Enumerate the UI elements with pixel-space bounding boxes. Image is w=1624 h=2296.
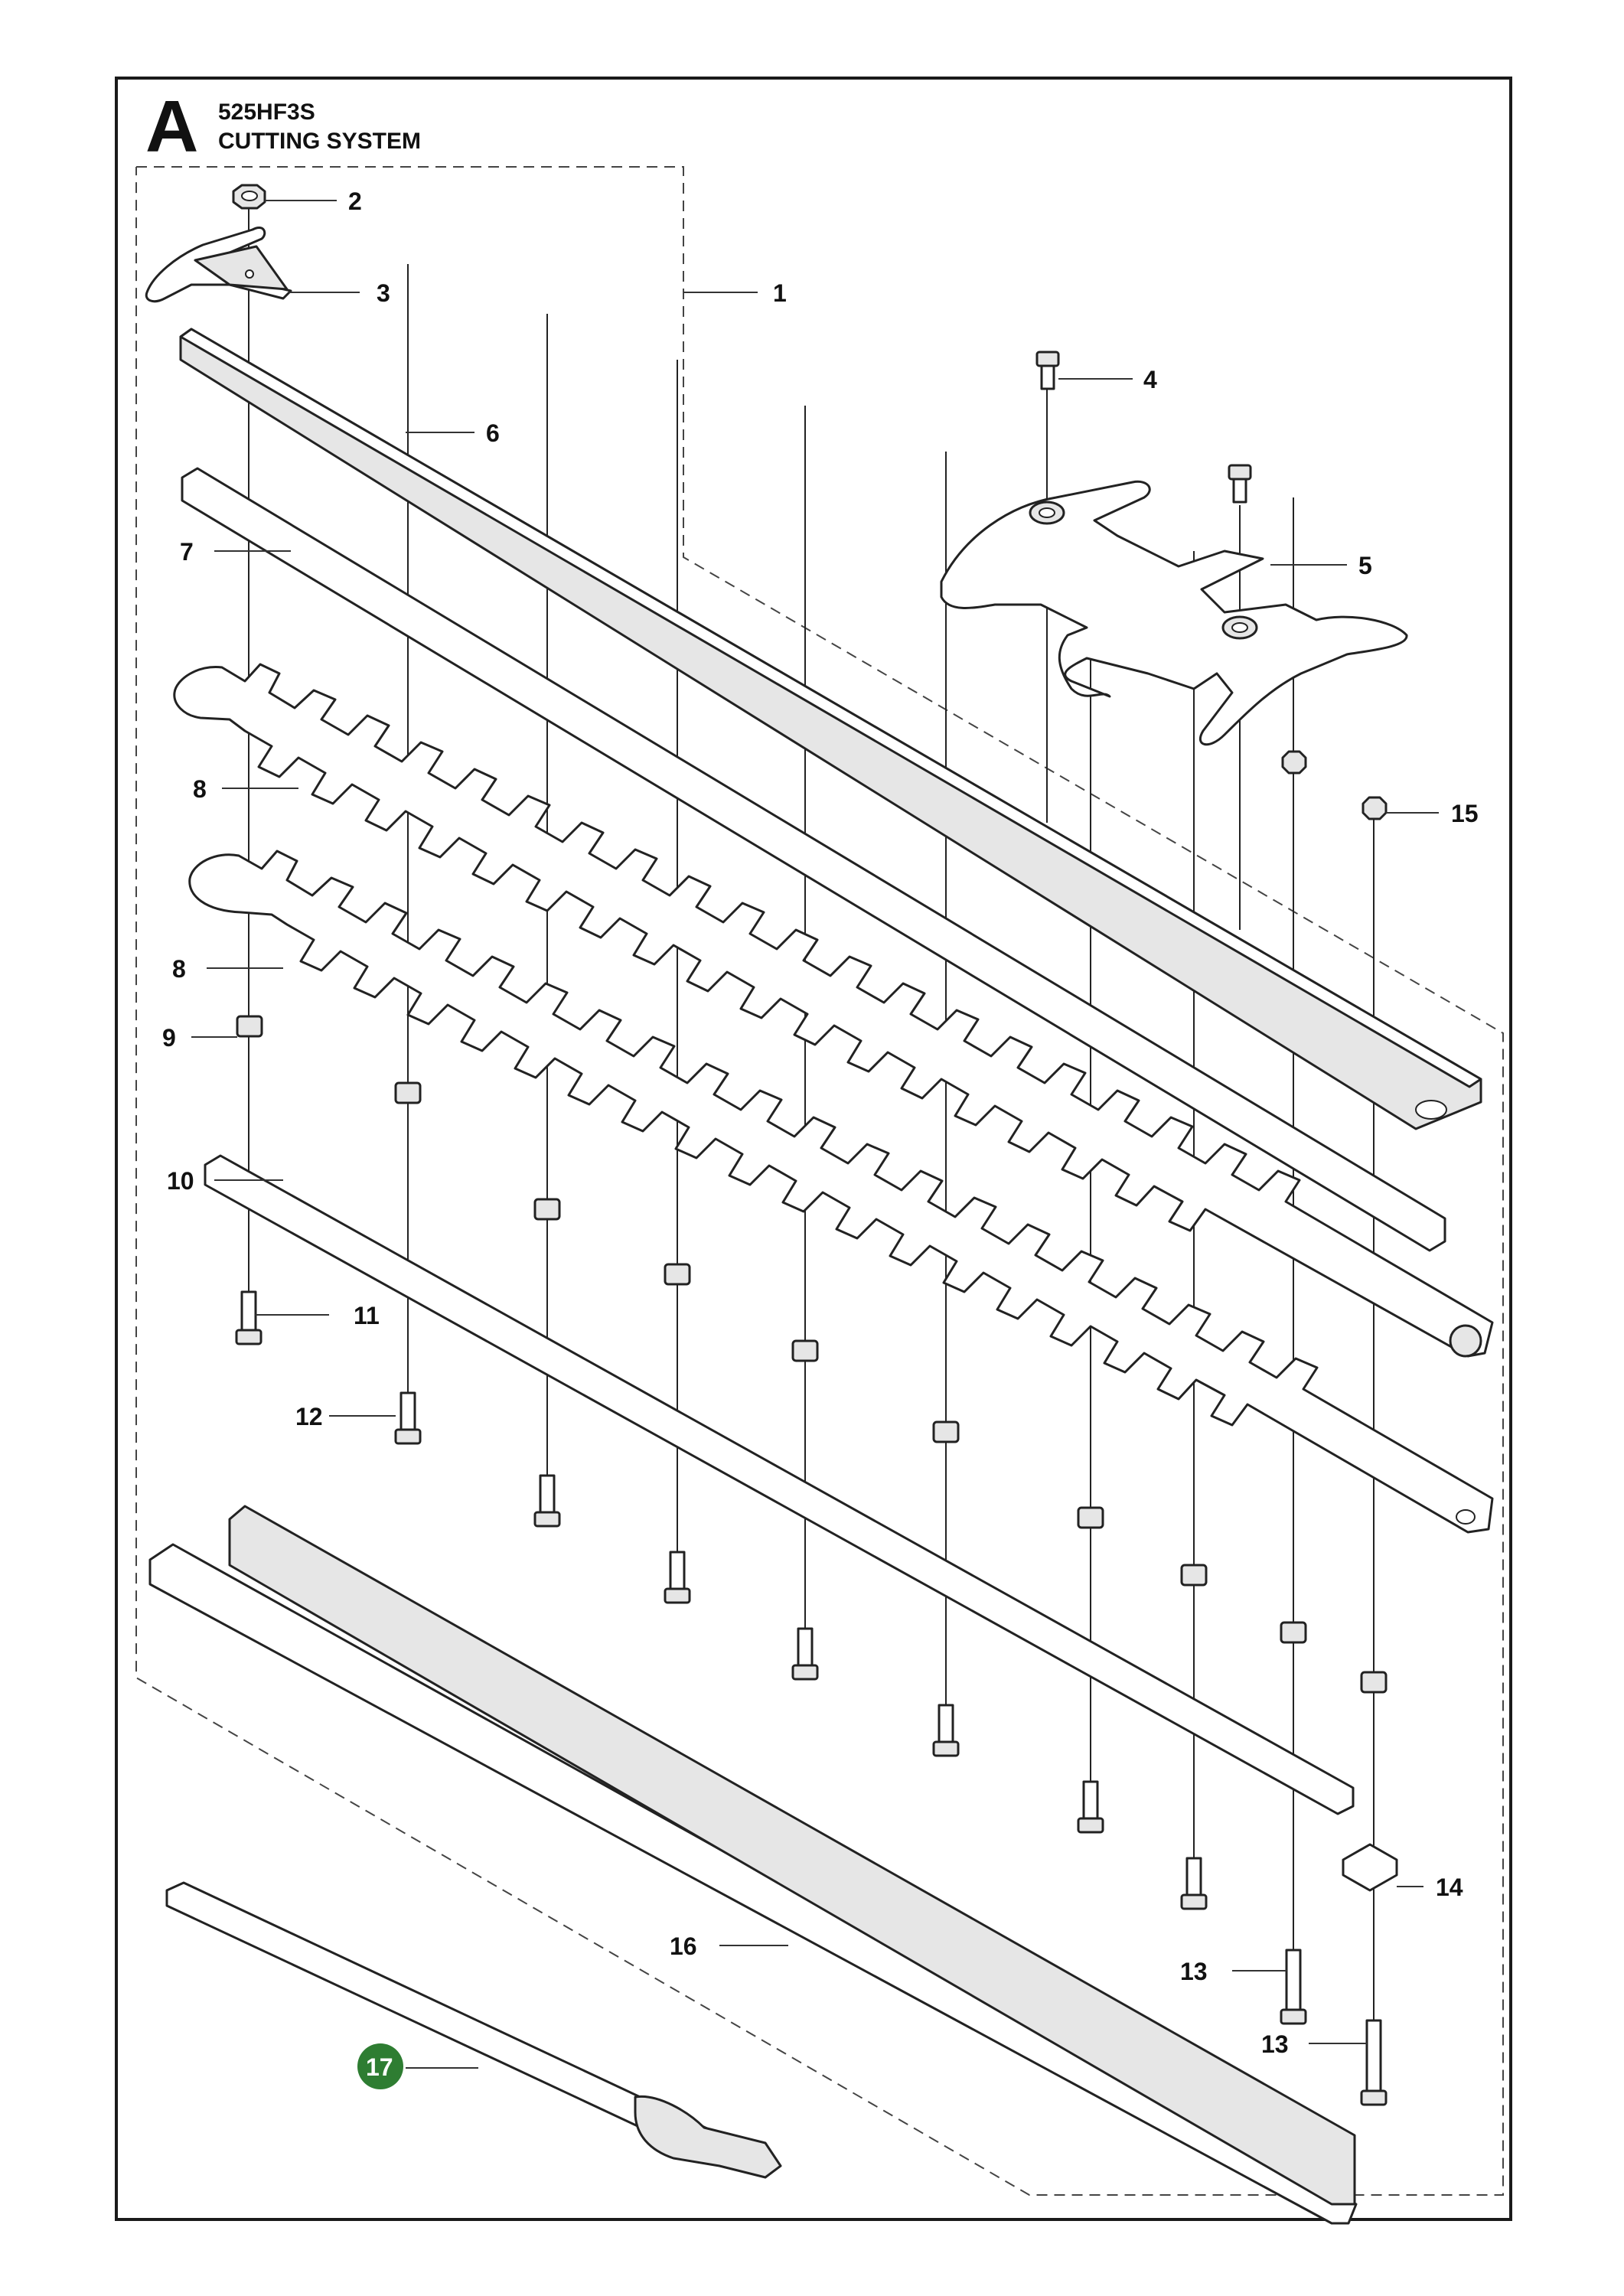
drawing-frame [115, 77, 1512, 2221]
callout-8-upper: 8 [193, 775, 207, 803]
callout-11: 11 [354, 1302, 380, 1329]
section-letter: A [145, 86, 199, 168]
part-14-bracket [1342, 1843, 1398, 1892]
model-label: 525HF3S [218, 99, 315, 125]
callout-10: 10 [167, 1167, 194, 1195]
callout-8-lower: 8 [172, 955, 186, 983]
callout-2: 2 [348, 188, 362, 215]
part-10-plate [204, 1154, 1355, 1815]
callout-5: 5 [1358, 552, 1372, 579]
part-12-bolt [394, 1391, 422, 1445]
bolts [235, 1290, 1388, 2106]
callout-6: 6 [486, 419, 500, 447]
part-7-plate [181, 467, 1446, 1252]
callout-13-b: 13 [1261, 2030, 1289, 2058]
callout-9: 9 [162, 1024, 176, 1052]
part-5-guard [940, 480, 1408, 746]
assembly-boundary [135, 166, 1504, 2196]
leader-lines [191, 200, 1439, 2069]
part-8-lower-blade [188, 850, 1494, 1534]
callout-17: 17 [366, 2053, 393, 2081]
callout-7: 7 [180, 538, 194, 566]
callout-3: 3 [377, 279, 390, 307]
part-16-guard-channel [148, 1505, 1358, 2225]
part-13-bolt [1280, 1949, 1307, 2025]
callout-12: 12 [295, 1403, 323, 1430]
part-3-guide [145, 227, 292, 303]
callout-15: 15 [1451, 800, 1479, 827]
callout-labels: 2 3 1 4 5 6 7 8 8 9 10 11 12 13 13 14 15… [162, 188, 1479, 2089]
part-2-nut [232, 184, 266, 210]
part-6-support-bar [179, 328, 1482, 1130]
part-8-upper-blade [173, 663, 1494, 1358]
callout-4: 4 [1143, 366, 1157, 393]
callout-13-a: 13 [1180, 1958, 1208, 1985]
part-9-spacer [236, 1015, 263, 1038]
part-11-bolt [235, 1290, 263, 1345]
spacer-blocks [236, 1015, 1388, 1694]
callout-17-badge [357, 2043, 403, 2089]
part-4-screw [1035, 351, 1252, 504]
callout-1: 1 [773, 279, 787, 307]
part-13-bolt-long [1360, 2019, 1388, 2106]
part-17-attachment [165, 1881, 782, 2179]
part-15-nut [1281, 750, 1388, 820]
callout-16: 16 [670, 1932, 697, 1960]
callout-14: 14 [1436, 1874, 1463, 1901]
section-title: CUTTING SYSTEM [218, 129, 422, 154]
